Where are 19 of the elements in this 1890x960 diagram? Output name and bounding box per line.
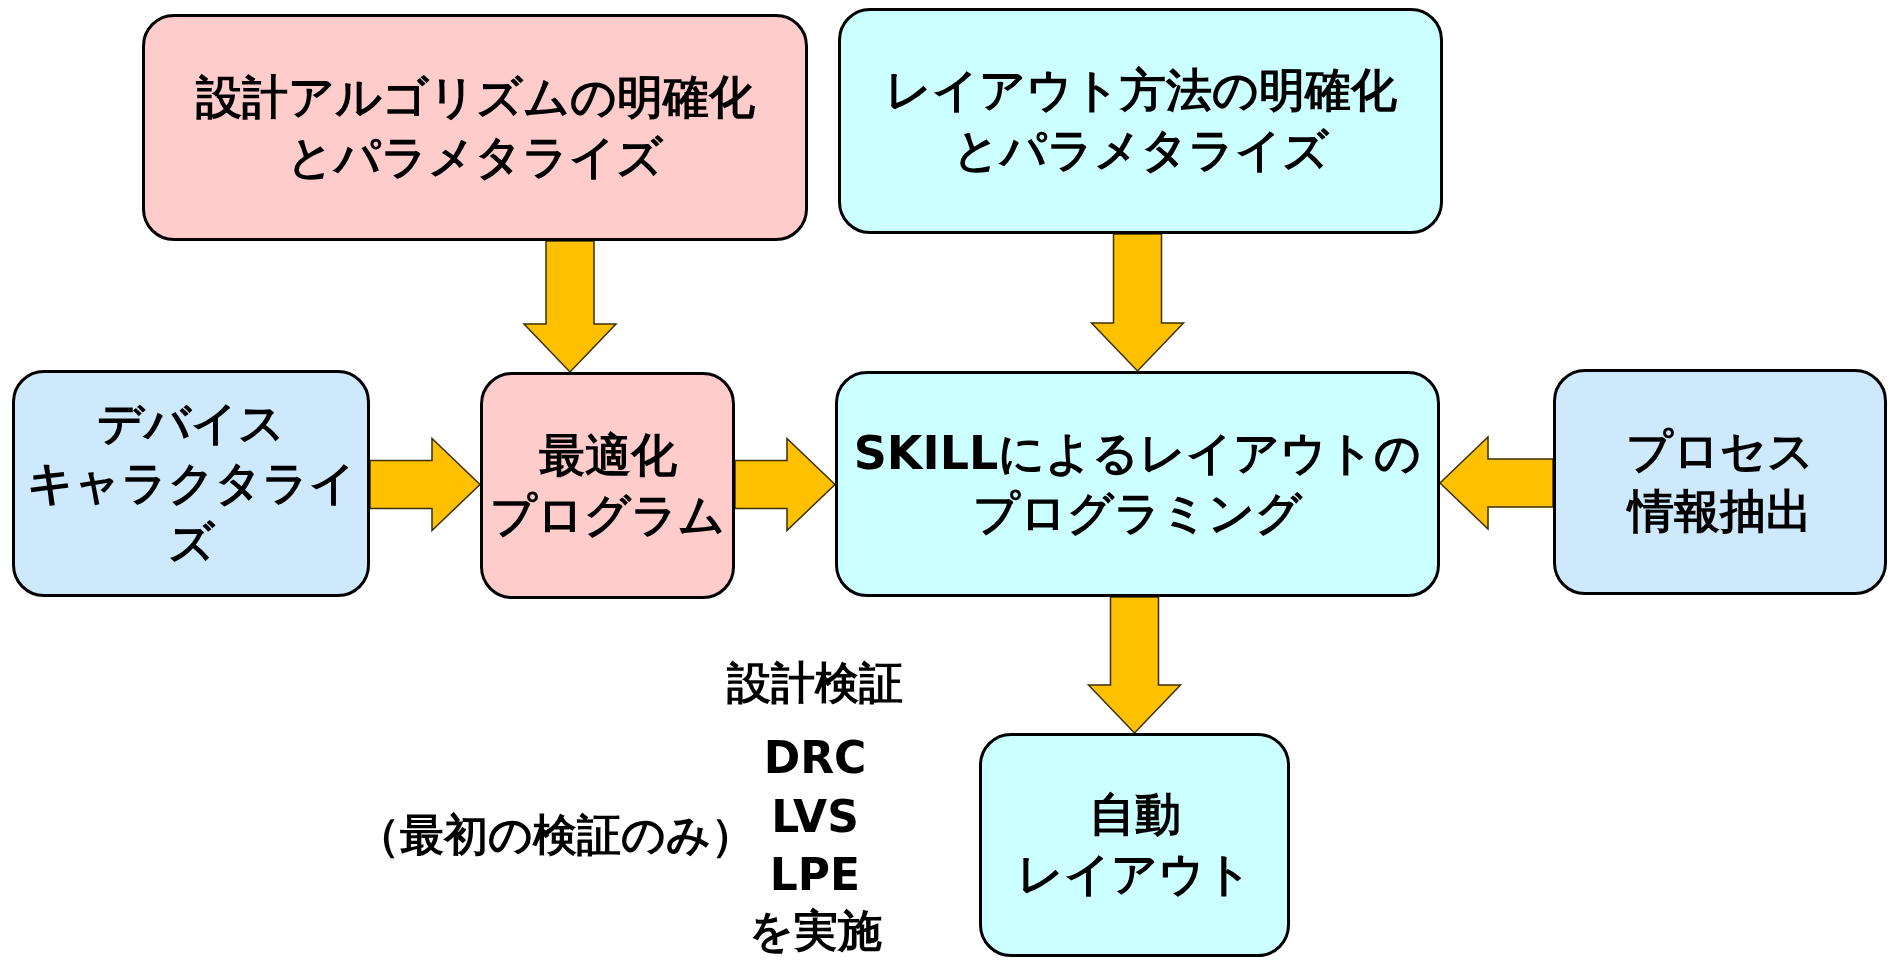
annotation-text: （最初の検証のみ） — [355, 807, 755, 862]
annotation-text: LPE — [769, 848, 861, 900]
annotation-text: DRC — [763, 731, 867, 783]
annotation-text: 設計検証 — [727, 655, 903, 710]
process-box: 最適化プログラム — [480, 372, 735, 599]
annotation-text: LVS — [771, 790, 859, 842]
process-box: 自動レイアウト — [979, 733, 1290, 957]
process-box: SKILLによるレイアウトのプログラミング — [835, 371, 1440, 597]
process-box: 設計アルゴリズムの明確化とパラメタライズ — [142, 14, 808, 241]
block-arrow — [522, 240, 618, 374]
process-box: レイアウト方法の明確化とパラメタライズ — [838, 8, 1443, 234]
block-arrow — [734, 436, 837, 533]
block-arrow — [1438, 435, 1554, 531]
block-arrow — [1086, 596, 1183, 735]
process-box: プロセス情報抽出 — [1553, 369, 1887, 595]
process-box: デバイスキャラクタライズ — [12, 370, 370, 597]
annotation-text: を実施 — [748, 903, 882, 958]
block-arrow — [369, 436, 482, 533]
block-arrow — [1089, 233, 1186, 373]
